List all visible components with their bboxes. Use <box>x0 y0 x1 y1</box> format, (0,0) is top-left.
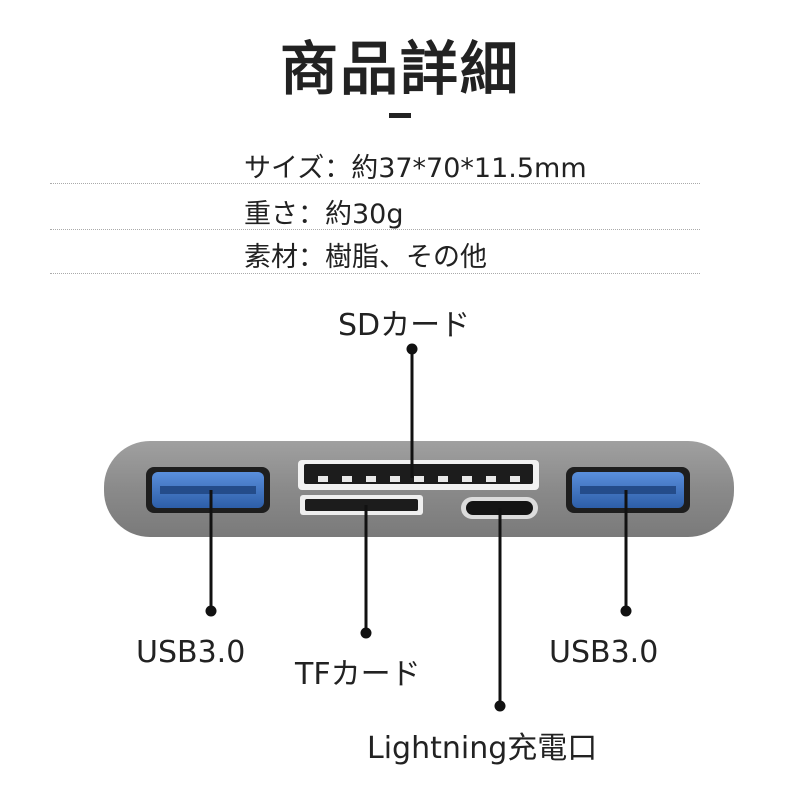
spec-size: サイズ：約37*70*11.5mm <box>244 146 587 185</box>
spec-divider <box>50 183 700 184</box>
spec-separator: ： <box>324 153 352 184</box>
tf-card-slot <box>300 495 423 515</box>
callout-sd-dot <box>406 343 418 355</box>
callout-lightning-dot <box>494 700 506 712</box>
label-sd-card: SDカード <box>338 308 471 343</box>
spec-material: 素材：樹脂、その他 <box>244 235 487 274</box>
callout-usb-right-dot <box>620 605 632 617</box>
usb-port-right <box>566 467 690 513</box>
spec-weight: 重さ：約30g <box>244 192 404 231</box>
spec-material-value: 樹脂、その他 <box>325 242 487 273</box>
sd-card-slot <box>298 460 539 490</box>
spec-weight-label: 重さ <box>244 199 298 230</box>
spec-divider <box>50 273 700 274</box>
callout-usb-left-dot <box>205 605 217 617</box>
label-lightning: Lightning充電口 <box>367 731 598 766</box>
spec-separator: ： <box>298 242 325 273</box>
usb-port-left <box>146 467 270 513</box>
spec-size-value: 約37*70*11.5mm <box>351 153 587 184</box>
spec-divider <box>50 229 700 230</box>
callout-tf-dot <box>360 627 372 639</box>
spec-separator: ： <box>298 199 325 230</box>
page-title: 商品詳細 <box>279 35 520 103</box>
spec-weight-value: 約30g <box>325 199 404 230</box>
label-tf-card: TFカード <box>295 657 421 692</box>
spec-material-label: 素材 <box>244 242 298 273</box>
label-usb-left: USB3.0 <box>136 635 246 670</box>
spec-size-label: サイズ <box>244 153 325 184</box>
title-divider <box>389 113 411 118</box>
label-usb-right: USB3.0 <box>549 635 659 670</box>
